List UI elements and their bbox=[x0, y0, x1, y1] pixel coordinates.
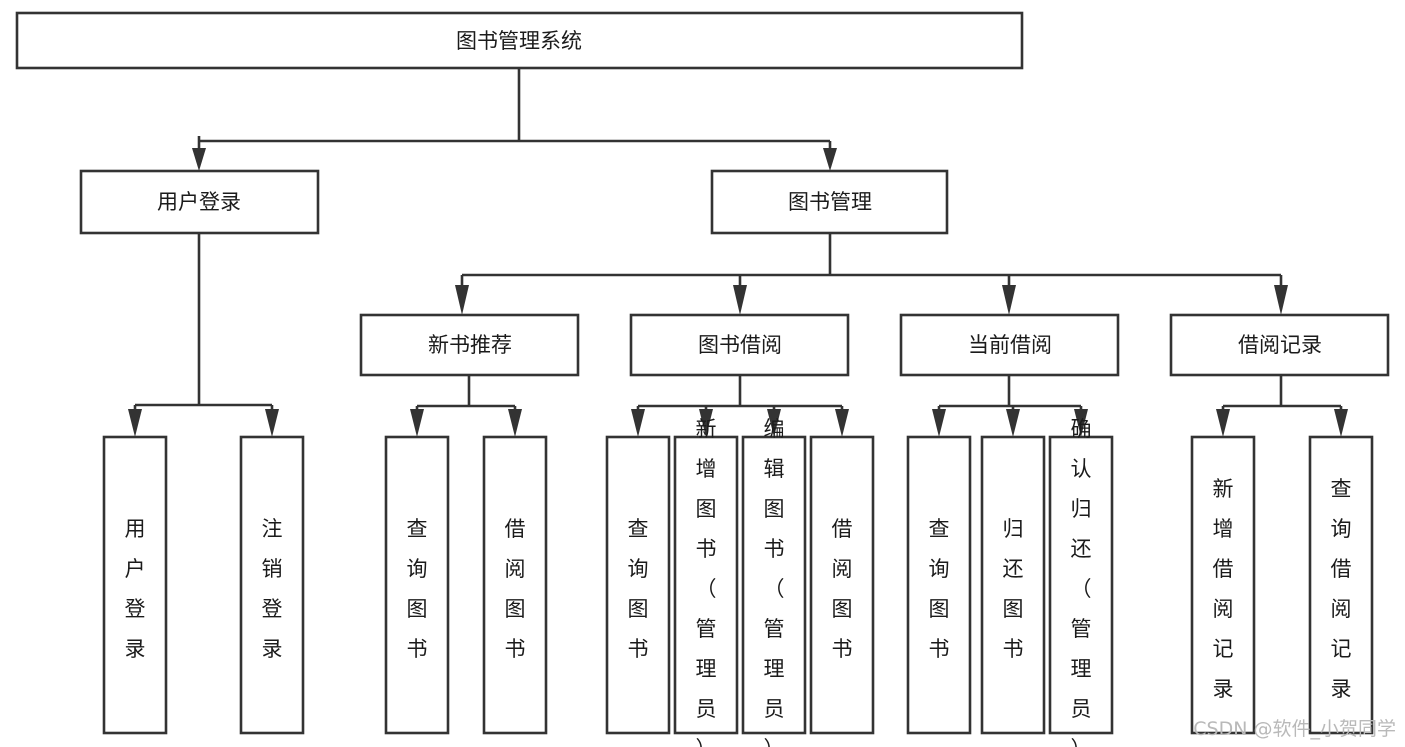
node-leaf-confirm-return-admin-label: 确认归还（管理员） bbox=[1071, 417, 1092, 747]
node-leaf-confirm-return-admin[interactable]: 确认归还（管理员） bbox=[1048, 417, 1114, 747]
node-leaf-borrow-book-box[interactable] bbox=[809, 435, 875, 735]
node-root-label: 图书管理系统 bbox=[456, 29, 582, 53]
node-leaf-query-book-recommend-label: 查询图书 bbox=[407, 517, 428, 661]
node-leaf-query-book-recommend[interactable]: 查询图书 bbox=[384, 435, 450, 735]
node-borrow-record-label: 借阅记录 bbox=[1238, 333, 1322, 357]
node-leaf-query-book-recommend-box[interactable] bbox=[384, 435, 450, 735]
node-leaf-borrow-book-label: 借阅图书 bbox=[832, 517, 853, 661]
arrow-head-leaf-add-book-admin bbox=[699, 409, 713, 437]
node-root-box[interactable] bbox=[15, 11, 1024, 70]
node-leaf-edit-book-admin-box[interactable] bbox=[741, 435, 807, 735]
node-borrow-record[interactable]: 借阅记录 bbox=[1169, 313, 1390, 377]
node-leaf-query-book-borrow-box[interactable] bbox=[605, 435, 671, 735]
node-leaf-borrow-book-recommend-box[interactable] bbox=[482, 435, 548, 735]
arrow-head-leaf-query-book-borrow bbox=[631, 409, 645, 437]
node-root[interactable]: 图书管理系统 bbox=[15, 11, 1024, 70]
node-leaf-edit-book-admin[interactable]: 编辑图书（管理员） bbox=[741, 417, 807, 747]
node-book-borrow-box[interactable] bbox=[629, 313, 850, 377]
node-new-book-recommend-label: 新书推荐 bbox=[428, 333, 512, 357]
connector-layer bbox=[128, 68, 1348, 437]
arrow-head-user-login bbox=[192, 148, 206, 171]
arrow-head-leaf-borrow-book-recommend bbox=[508, 409, 522, 437]
arrow-head-leaf-query-book-recommend bbox=[410, 409, 424, 437]
node-leaf-query-book-borrow[interactable]: 查询图书 bbox=[605, 435, 671, 735]
node-book-borrow[interactable]: 图书借阅 bbox=[629, 313, 850, 377]
node-leaf-add-borrow-record-box[interactable] bbox=[1190, 435, 1256, 735]
csdn-watermark: CSDN @软件_小贺同学 bbox=[1193, 718, 1396, 740]
node-leaf-edit-book-admin-label: 编辑图书（管理员） bbox=[764, 417, 785, 747]
arrow-head-leaf-query-book-current bbox=[932, 409, 946, 437]
node-leaf-query-borrow-record-box[interactable] bbox=[1308, 435, 1374, 735]
node-user-login-box[interactable] bbox=[79, 169, 320, 235]
arrow-head-book-management bbox=[823, 148, 837, 171]
arrow-head-leaf-add-borrow-record bbox=[1216, 409, 1230, 437]
node-leaf-user-login-label: 用户登录 bbox=[125, 517, 146, 661]
node-leaf-borrow-book-recommend-label: 借阅图书 bbox=[505, 517, 526, 661]
arrow-head-borrow-record bbox=[1274, 285, 1288, 315]
node-leaf-query-borrow-record[interactable]: 查询借阅记录 bbox=[1308, 435, 1374, 735]
node-leaf-return-book-box[interactable] bbox=[980, 435, 1046, 735]
node-leaf-borrow-book[interactable]: 借阅图书 bbox=[809, 435, 875, 735]
arrow-head-leaf-borrow-book bbox=[835, 409, 849, 437]
node-leaf-logout-label: 注销登录 bbox=[262, 517, 283, 661]
node-leaf-query-book-current-label: 查询图书 bbox=[929, 517, 950, 661]
arrow-head-leaf-query-borrow-record bbox=[1334, 409, 1348, 437]
node-new-book-recommend-box[interactable] bbox=[359, 313, 580, 377]
arrow-head-book-borrow bbox=[733, 285, 747, 315]
node-leaf-add-book-admin[interactable]: 新增图书（管理员） bbox=[673, 417, 739, 747]
node-book-borrow-label: 图书借阅 bbox=[698, 333, 782, 357]
node-new-book-recommend[interactable]: 新书推荐 bbox=[359, 313, 580, 377]
arrow-head-leaf-logout bbox=[265, 409, 279, 437]
node-book-management-label: 图书管理 bbox=[788, 190, 872, 214]
leaf-node-layer: 用户登录 注销登录 查询图书 借阅图书 查询图书 新增图书（管理员） bbox=[102, 417, 1374, 747]
arrow-head-leaf-edit-book-admin bbox=[767, 409, 781, 437]
node-leaf-add-book-admin-box[interactable] bbox=[673, 435, 739, 735]
node-leaf-add-borrow-record[interactable]: 新增借阅记录 bbox=[1190, 435, 1256, 735]
node-leaf-add-book-admin-label: 新增图书（管理员） bbox=[696, 417, 717, 747]
node-leaf-logout[interactable]: 注销登录 bbox=[239, 435, 305, 735]
node-leaf-user-login-box[interactable] bbox=[102, 435, 168, 735]
node-leaf-return-book[interactable]: 归还图书 bbox=[980, 435, 1046, 735]
arrow-head-new-book-recommend bbox=[455, 285, 469, 315]
node-leaf-add-borrow-record-label: 新增借阅记录 bbox=[1213, 477, 1234, 701]
node-leaf-query-book-current[interactable]: 查询图书 bbox=[906, 435, 972, 735]
node-user-login-label: 用户登录 bbox=[157, 190, 241, 214]
node-current-borrow-box[interactable] bbox=[899, 313, 1120, 377]
node-book-management-box[interactable] bbox=[710, 169, 949, 235]
node-current-borrow-label: 当前借阅 bbox=[968, 333, 1052, 357]
node-leaf-query-book-borrow-label: 查询图书 bbox=[628, 517, 649, 661]
arrow-head-leaf-user-login bbox=[128, 409, 142, 437]
arrow-head-leaf-return-book bbox=[1006, 409, 1020, 437]
node-leaf-query-borrow-record-label: 查询借阅记录 bbox=[1331, 477, 1352, 701]
node-leaf-return-book-label: 归还图书 bbox=[1003, 517, 1024, 661]
node-leaf-query-book-current-box[interactable] bbox=[906, 435, 972, 735]
node-current-borrow[interactable]: 当前借阅 bbox=[899, 313, 1120, 377]
node-borrow-record-box[interactable] bbox=[1169, 313, 1390, 377]
node-leaf-confirm-return-admin-box[interactable] bbox=[1048, 435, 1114, 735]
node-leaf-logout-box[interactable] bbox=[239, 435, 305, 735]
arrow-head-leaf-confirm-return-admin bbox=[1074, 409, 1088, 437]
node-leaf-borrow-book-recommend[interactable]: 借阅图书 bbox=[482, 435, 548, 735]
arrow-head-current-borrow bbox=[1002, 285, 1016, 315]
node-book-management[interactable]: 图书管理 bbox=[710, 169, 949, 235]
node-leaf-user-login[interactable]: 用户登录 bbox=[102, 435, 168, 735]
node-user-login[interactable]: 用户登录 bbox=[79, 169, 320, 235]
